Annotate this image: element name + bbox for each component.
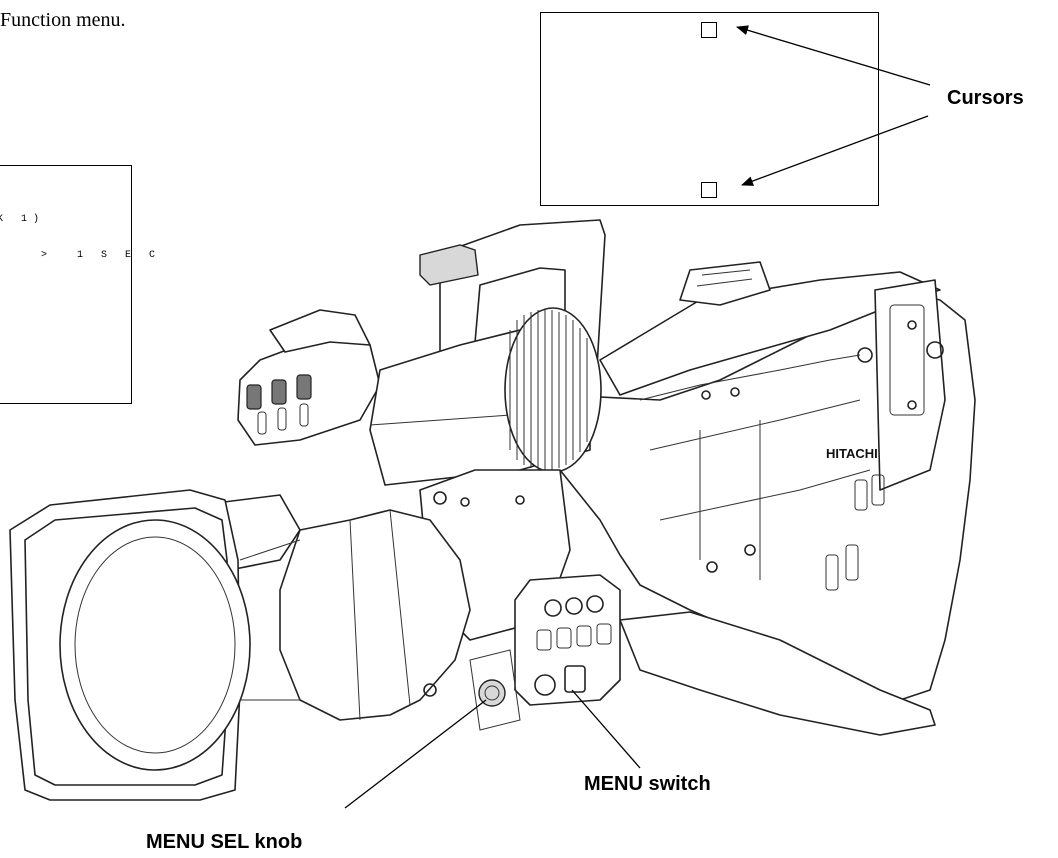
- menu-switch[interactable]: [564, 665, 586, 693]
- cursor-arrow-top: [736, 25, 931, 86]
- menu-line-1: K 1): [0, 214, 46, 225]
- rear-screw-2: [907, 400, 917, 410]
- menu-sel-knob-label: MENU SEL knob: [146, 831, 303, 853]
- menu-sel-leader: [344, 699, 487, 809]
- rear-panel-plate: [889, 304, 925, 416]
- viewfinder-controls: [246, 374, 312, 435]
- rear-knob: [926, 341, 944, 359]
- lens-barrel: [279, 509, 471, 721]
- cursors-label: Cursors: [947, 87, 1024, 109]
- menu-line-2: > 1 S E C: [41, 250, 162, 261]
- cursor-square-bottom: [701, 182, 717, 198]
- cursor-display-box: [540, 12, 879, 206]
- camera-illustration: HITACHI: [9, 219, 976, 801]
- lens-glass: [59, 519, 251, 771]
- camera-brand: HITACHI: [826, 446, 878, 461]
- cursor-square-top: [701, 22, 717, 38]
- menu-display-box: K 1) > 1 S E C: [0, 165, 155, 404]
- camera-rear-panel: [874, 279, 946, 491]
- viewfinder-ring: [504, 307, 602, 473]
- menu-switch-label: MENU switch: [584, 773, 711, 795]
- handle-mount: [419, 244, 479, 286]
- rear-screw-1: [907, 320, 917, 330]
- cursor-arrow-bottom: [741, 115, 929, 186]
- camera-body-main: [559, 289, 976, 701]
- top-mount-block: [679, 261, 771, 306]
- intro-text: Function menu.: [0, 9, 126, 31]
- viewfinder-hood: [269, 309, 371, 353]
- menu-switch-leader: [571, 689, 641, 769]
- shoulder-pad: [619, 611, 936, 736]
- menu-sel-knob[interactable]: [478, 679, 506, 707]
